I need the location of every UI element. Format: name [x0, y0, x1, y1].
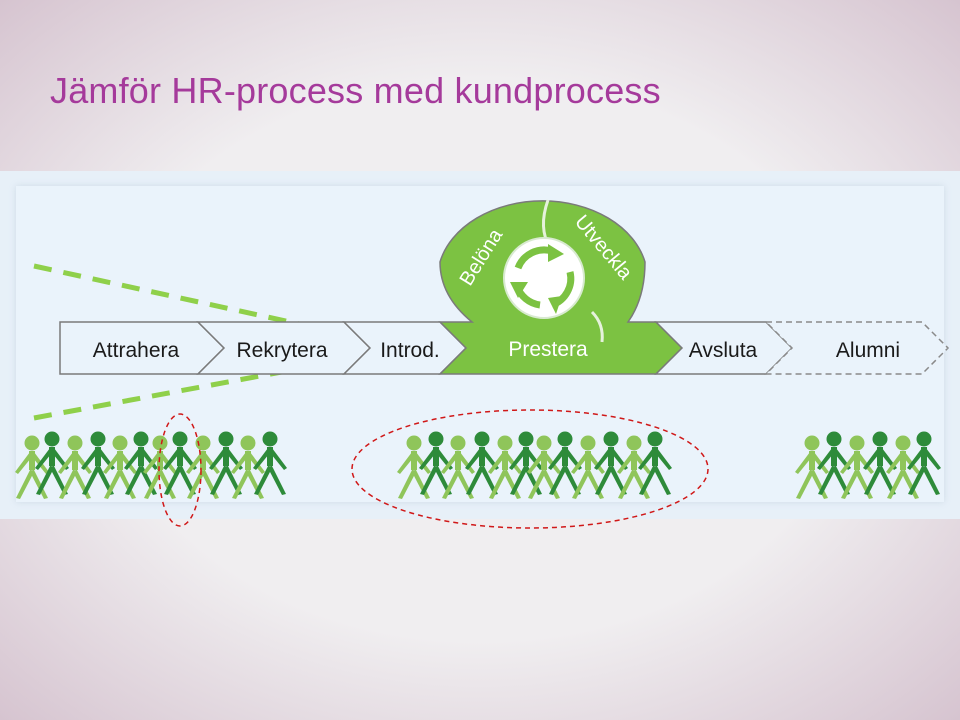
people-group-middle: [397, 431, 672, 499]
people-group-left: [15, 431, 287, 499]
highlight-ellipse-group: [351, 409, 709, 529]
refresh-arrows-icon: [510, 244, 564, 314]
step-rekrytera: Rekrytera: [236, 339, 327, 362]
step-prestera: Prestera: [508, 338, 588, 361]
step-alumni: Alumni: [836, 339, 900, 362]
people-group-right: [795, 431, 941, 499]
step-avsluta: Avsluta: [689, 339, 758, 362]
step-alumni-shape: [764, 321, 950, 375]
step-attrahera: Attrahera: [93, 339, 180, 362]
step-introd: Introd.: [380, 339, 440, 362]
slide-title: Jämför HR-process med kundprocess: [50, 70, 661, 111]
highlight-ellipse-single: [158, 413, 202, 527]
cycle-divider-bottom: [590, 310, 604, 343]
